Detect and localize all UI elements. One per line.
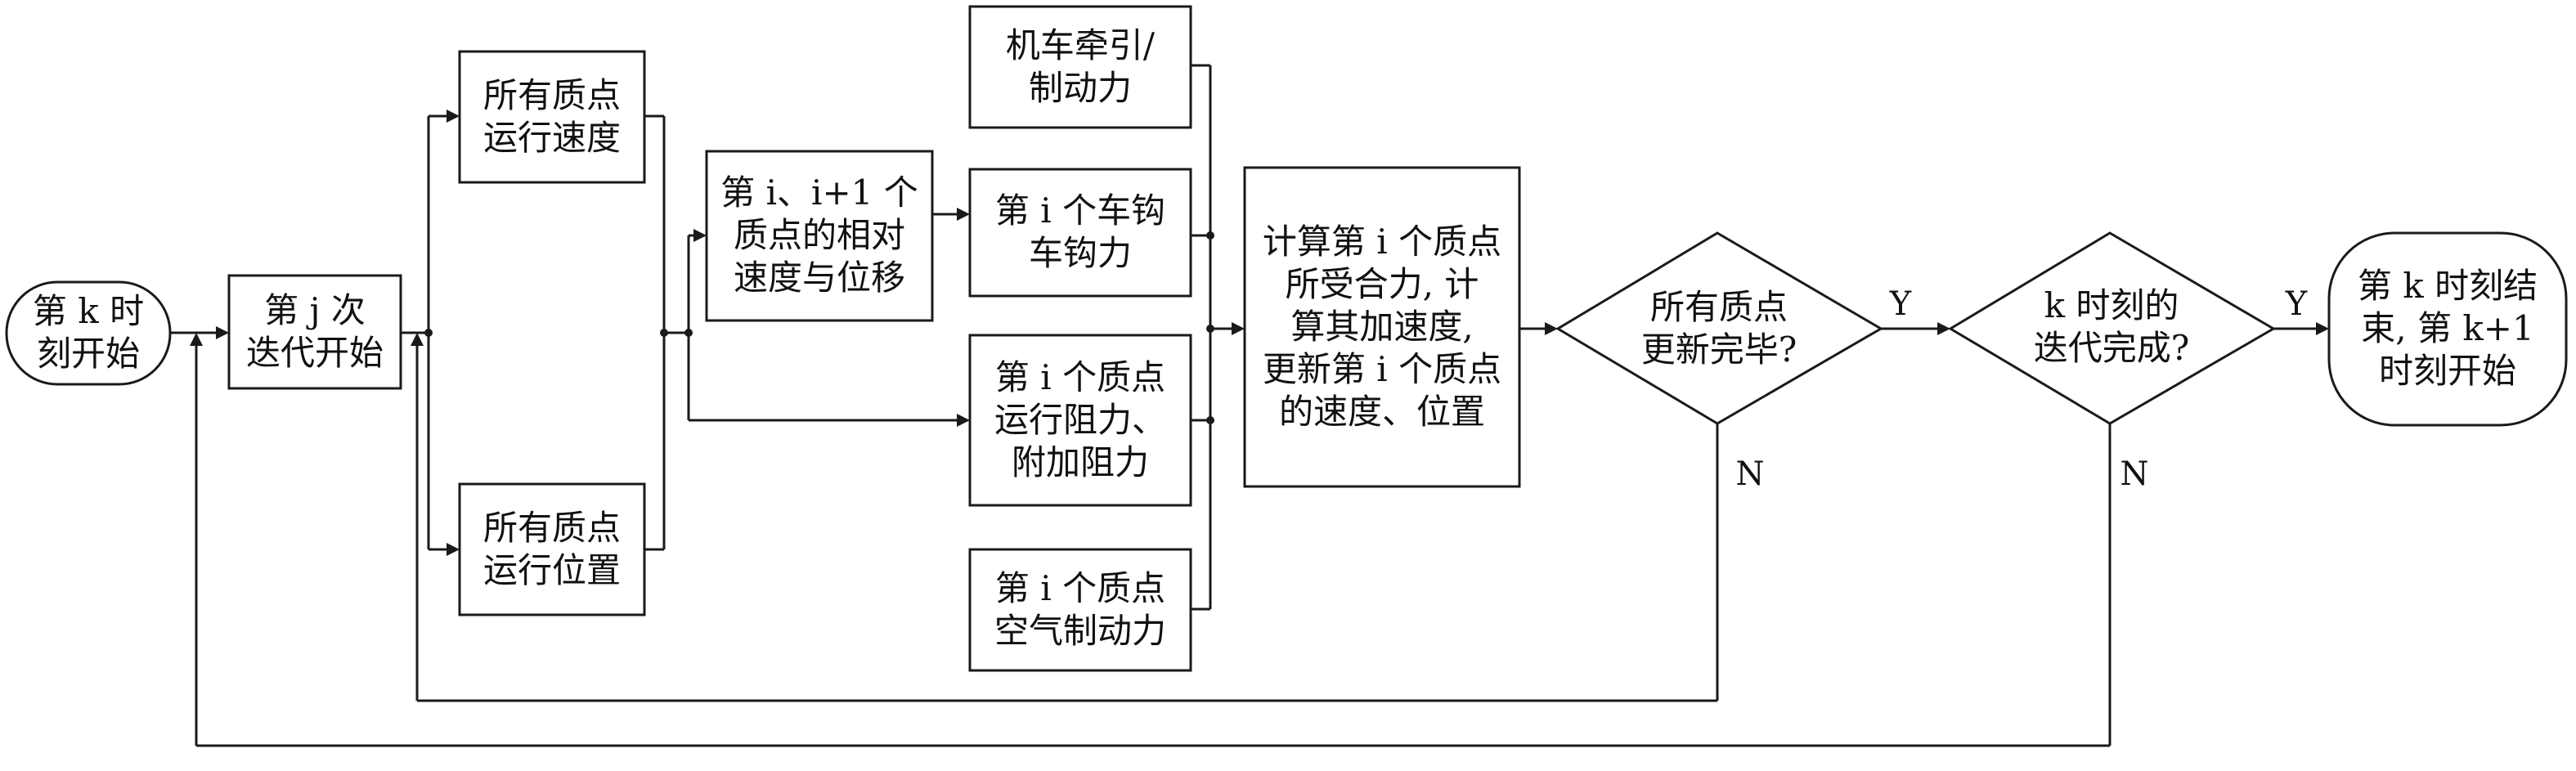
arrowhead xyxy=(447,543,460,556)
label-line: 车钩力 xyxy=(1028,233,1133,273)
label-line: 算其加速度, xyxy=(1290,307,1474,347)
arrowhead xyxy=(957,414,970,427)
label-line: 第 k 时 xyxy=(32,291,145,331)
end-k-terminal xyxy=(2327,231,2568,427)
junction-dots xyxy=(424,231,1214,424)
air-brake-box xyxy=(968,548,1192,672)
arrowhead xyxy=(1232,322,1245,335)
label-line: 运行位置 xyxy=(482,550,622,590)
arrowhead xyxy=(190,333,203,346)
arrowheads xyxy=(190,110,2329,556)
label-line: 所有质点 xyxy=(1649,287,1788,327)
air-brake-label: 第 i 个质点空气制动力 xyxy=(994,567,1166,652)
relative-label: 第 i、i+1 个质点的相对速度与位移 xyxy=(720,172,918,299)
label-line: 质点的相对 xyxy=(733,215,906,255)
arrowhead xyxy=(1937,322,1950,335)
arrowhead xyxy=(957,208,970,221)
label-line: 空气制动力 xyxy=(994,611,1167,651)
start-k-label: 第 k 时刻开始 xyxy=(33,290,144,375)
arrowhead xyxy=(216,326,229,339)
yes-label-2: Y xyxy=(2285,285,2308,323)
decision-all-label: 所有质点更新完毕? xyxy=(1641,286,1797,371)
junction-dot xyxy=(1206,231,1214,240)
label-line: 迭代开始 xyxy=(245,333,384,373)
compute-box xyxy=(1243,166,1521,488)
label-line: 第 i 个质点 xyxy=(994,357,1166,397)
junction-dot xyxy=(424,329,433,337)
velocity-label: 所有质点运行速度 xyxy=(483,74,621,159)
relative-box xyxy=(705,150,934,322)
junction-dot xyxy=(660,329,668,337)
position-box xyxy=(458,482,646,616)
label-line: 刻开始 xyxy=(36,334,140,374)
label-line: 第 i 个车钩 xyxy=(994,191,1166,231)
label-line: 所有质点 xyxy=(482,75,622,115)
label-line: 束, 第 k+1 xyxy=(2361,308,2534,348)
coupler-label: 第 i 个车钩车钩力 xyxy=(995,190,1165,275)
velocity-box xyxy=(458,50,646,184)
arrowhead xyxy=(1545,322,1558,335)
position-label: 所有质点运行位置 xyxy=(483,507,621,592)
label-line: k 时刻的 xyxy=(2044,285,2179,325)
label-line: 第 j 次 xyxy=(264,290,366,330)
label-line: 第 i 个质点 xyxy=(994,568,1166,608)
junction-dot xyxy=(1206,325,1214,333)
label-line: 附加阻力 xyxy=(1011,442,1150,482)
label-line: 的速度、位置 xyxy=(1278,392,1486,432)
decision-k-label: k 时刻的迭代完成? xyxy=(2034,285,2190,370)
start-j-label: 第 j 次迭代开始 xyxy=(246,289,384,374)
label-line: 计算第 i 个质点 xyxy=(1262,222,1502,262)
junction-dot xyxy=(684,329,693,337)
arrowhead xyxy=(2316,322,2329,335)
label-line: 运行速度 xyxy=(482,118,622,158)
resistance-box xyxy=(968,334,1192,507)
resistance-label: 第 i 个质点运行阻力、附加阻力 xyxy=(994,356,1166,484)
label-line: 迭代完成? xyxy=(2033,328,2190,368)
label-line: 第 k 时刻结 xyxy=(2357,266,2538,306)
label-line: 所有质点 xyxy=(482,508,622,548)
label-line: 机车牵引/ xyxy=(1005,25,1156,65)
arrowhead xyxy=(411,333,424,346)
no-label-1: N xyxy=(1735,455,1765,493)
coupler-box xyxy=(968,168,1192,298)
yes-label-1: Y xyxy=(1889,285,1912,323)
traction-label: 机车牵引/制动力 xyxy=(1006,25,1155,110)
compute-label: 计算第 i 个质点所受合力, 计算其加速度,更新第 i 个质点的速度、位置 xyxy=(1263,221,1501,433)
label-line: 更新完毕? xyxy=(1640,329,1797,370)
no-label-2: N xyxy=(2120,455,2149,493)
label-line: 所受合力, 计 xyxy=(1285,264,1479,304)
junction-dot xyxy=(1206,416,1214,424)
label-line: 时刻开始 xyxy=(2378,351,2516,391)
traction-box xyxy=(968,5,1192,129)
connector-lines xyxy=(170,64,2322,747)
arrowhead xyxy=(693,229,707,242)
label-line: 速度与位移 xyxy=(733,258,906,298)
label-line: 制动力 xyxy=(1028,68,1132,108)
label-line: 更新第 i 个质点 xyxy=(1262,349,1502,389)
label-line: 运行阻力、 xyxy=(994,400,1167,440)
start-j-box xyxy=(227,274,402,390)
label-line: 第 i、i+1 个 xyxy=(720,173,918,213)
arrowhead xyxy=(447,110,460,123)
